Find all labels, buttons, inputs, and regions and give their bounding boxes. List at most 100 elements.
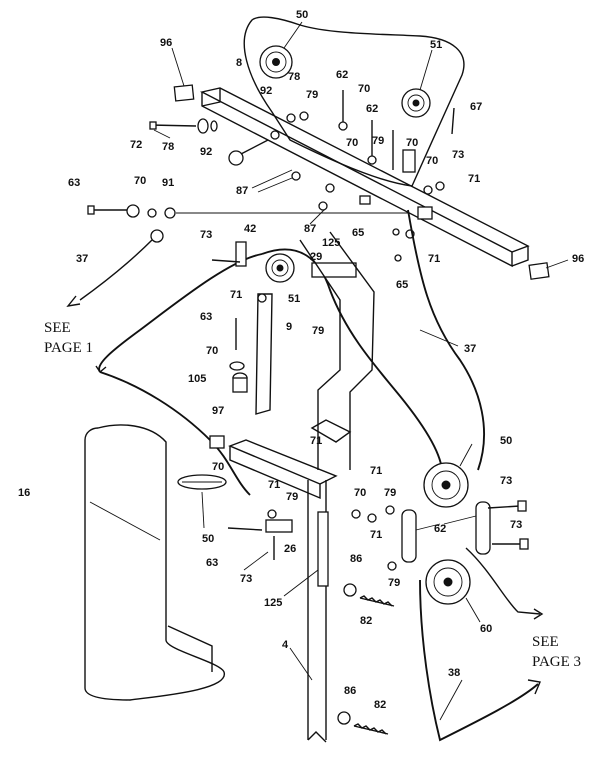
callout-79: 79	[372, 135, 384, 147]
bracket-29	[311, 262, 357, 278]
callout-42: 42	[244, 223, 256, 235]
callout-79: 79	[286, 491, 298, 503]
callout-73: 73	[240, 573, 252, 585]
end-cap-96-left	[173, 84, 195, 102]
callout-63: 63	[68, 177, 80, 189]
callout-87: 87	[304, 223, 316, 235]
callout-63: 63	[206, 557, 218, 569]
callout-73: 73	[510, 519, 522, 531]
callout-67: 67	[470, 101, 482, 113]
callout-71: 71	[370, 465, 382, 477]
callout-26: 26	[284, 543, 296, 555]
callout-70: 70	[134, 175, 146, 187]
seat-pad-16	[84, 424, 225, 701]
leader-lines	[89, 21, 569, 721]
bolt-82-lower	[337, 711, 389, 735]
callout-71: 71	[230, 289, 242, 301]
bolt-72	[149, 118, 218, 134]
callout-37: 37	[76, 253, 88, 265]
callout-87: 87	[236, 185, 248, 197]
callout-60: 60	[480, 623, 492, 635]
belt-loop-upper	[98, 253, 263, 373]
callout-16: 16	[18, 487, 30, 499]
see-page3-line2: PAGE 3	[532, 654, 581, 670]
callout-71: 71	[268, 479, 280, 491]
callout-125: 125	[322, 237, 340, 249]
callout-96: 96	[160, 37, 172, 49]
callout-4: 4	[282, 639, 289, 651]
callout-92: 92	[260, 85, 272, 97]
callout-37: 37	[464, 343, 476, 355]
callout-71: 71	[370, 529, 382, 541]
see-page1-line2: PAGE 1	[44, 340, 93, 356]
cable-37-ball	[150, 229, 164, 243]
callout-71: 71	[310, 435, 322, 447]
callout-92: 92	[200, 146, 212, 158]
callout-65: 65	[352, 227, 364, 239]
callout-73: 73	[200, 229, 212, 241]
callout-29: 29	[310, 251, 322, 263]
pulley-51-lower	[265, 253, 295, 283]
callout-72: 72	[130, 139, 142, 151]
cable-38	[419, 579, 539, 742]
callout-78: 78	[288, 71, 300, 83]
callout-78: 78	[162, 141, 174, 153]
callout-79: 79	[384, 487, 396, 499]
cable-37-left	[79, 239, 153, 301]
callout-96: 96	[572, 253, 584, 265]
callout-51: 51	[288, 293, 300, 305]
pulley-60	[425, 559, 471, 605]
see-page1-line1: SEE	[44, 320, 71, 336]
callout-62: 62	[366, 103, 378, 115]
pulley-50-top	[259, 45, 293, 79]
callout-82: 82	[360, 615, 372, 627]
callout-70: 70	[406, 137, 418, 149]
crossbar-hardware	[286, 90, 455, 262]
callout-71: 71	[468, 173, 480, 185]
callout-50: 50	[202, 533, 214, 545]
pulley-50-right	[423, 462, 469, 508]
callout-86: 86	[350, 553, 362, 565]
callout-50: 50	[500, 435, 512, 447]
callout-73: 73	[452, 149, 464, 161]
callout-86: 86	[344, 685, 356, 697]
callout-70: 70	[354, 487, 366, 499]
bracket-42	[235, 241, 247, 267]
mid-crossmember	[209, 435, 338, 500]
see-page3-line1: SEE	[532, 634, 559, 650]
callout-62: 62	[434, 523, 446, 535]
pulley-51-top	[401, 88, 431, 118]
callout-labels: 50 96 8 78 51 62 92 79 70 67 62 72 78 92…	[18, 9, 584, 711]
callout-38: 38	[448, 667, 460, 679]
cable-to-page3	[465, 547, 541, 615]
callout-50: 50	[296, 9, 308, 21]
belt-loop-lower-left	[99, 371, 251, 496]
callout-62: 62	[336, 69, 348, 81]
callout-73: 73	[500, 475, 512, 487]
callout-91: 91	[162, 177, 174, 189]
callout-70: 70	[358, 83, 370, 95]
top-crossbar	[199, 87, 530, 268]
plate-125	[317, 511, 329, 587]
callout-70: 70	[426, 155, 438, 167]
link-plate-62-left	[401, 509, 417, 563]
callout-65: 65	[396, 279, 408, 291]
bolt-82-upper	[343, 583, 395, 607]
callout-9: 9	[286, 321, 292, 333]
callout-63: 63	[200, 311, 212, 323]
callout-79: 79	[312, 325, 324, 337]
callout-70: 70	[212, 461, 224, 473]
callout-51: 51	[430, 39, 442, 51]
callout-79: 79	[388, 577, 400, 589]
bolts-73-right	[487, 500, 529, 550]
bolt-63-vertical	[229, 318, 248, 393]
link-plate-62-right	[475, 501, 491, 555]
callout-71: 71	[428, 253, 440, 265]
callout-79: 79	[306, 89, 318, 101]
knob-92	[228, 130, 280, 166]
callout-70: 70	[346, 137, 358, 149]
bolt-63-horizontal	[87, 204, 410, 219]
belt-loop-right	[261, 248, 443, 471]
end-cap-96-right	[528, 262, 550, 280]
